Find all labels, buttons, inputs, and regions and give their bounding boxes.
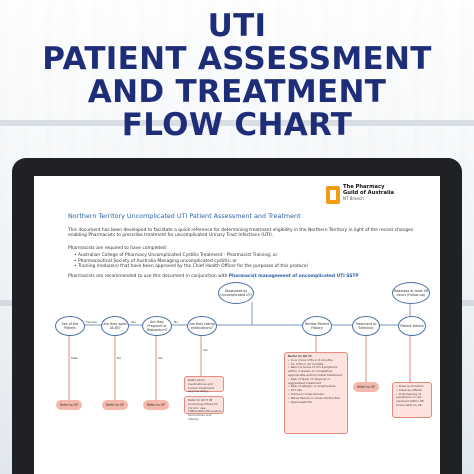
node-review-history: Review Patient History bbox=[302, 316, 332, 336]
edge-label-male: Male bbox=[71, 356, 79, 360]
intro-paragraph: This document has been developed to faci… bbox=[68, 228, 414, 239]
title-line-1: UTI bbox=[207, 8, 267, 44]
edge-label-female: Female bbox=[86, 320, 97, 324]
node-patient-advice: Patient Advice bbox=[398, 316, 426, 336]
shelf-divider bbox=[0, 120, 474, 126]
pharmacy-guild-logo-icon bbox=[326, 186, 340, 204]
refer-gp-pregnant: Refer to GP bbox=[143, 400, 169, 410]
node-reassess: Reassess at least 48 hours (Follow-up) bbox=[392, 282, 430, 304]
document-title: Northern Territory Uncomplicated UTI Pat… bbox=[68, 212, 301, 220]
poster-title: UTI PATIENT ASSESSMENT AND TREATMENT FLO… bbox=[0, 10, 474, 142]
advice-box: • Dose & Duration • Adverse effects • If… bbox=[392, 382, 432, 418]
document-screen: Northern Territory Uncomplicated UTI Pat… bbox=[34, 176, 440, 474]
required-item-2: • Pharmaceutical Society of Australia Ma… bbox=[74, 258, 237, 264]
refer-item: • Risk of allergic or anaphylaxis bbox=[288, 384, 336, 389]
refer-gp-age: Refer to GP bbox=[102, 400, 128, 410]
refer-item: • In or more UTIs in 6 months bbox=[288, 357, 333, 362]
required-item-3: • Training module(s) that have been appr… bbox=[74, 264, 308, 269]
required-heading: Pharmacists are required to have complet… bbox=[68, 246, 168, 251]
edge-label-yes: Yes bbox=[203, 348, 208, 352]
node-taking-medications: Are they taking medications? bbox=[187, 316, 217, 336]
refer-item: • Reoccurrence of UTI symptoms within 2 … bbox=[288, 365, 343, 377]
meds-note: Refer when medications and known treatme… bbox=[184, 376, 224, 393]
logo-line-3: NT Branch bbox=[343, 196, 364, 201]
monitor-frame: Northern Territory Uncomplicated UTI Pat… bbox=[12, 158, 462, 474]
node-sex-of-patient: Sex of the Patient bbox=[55, 316, 85, 336]
required-item-1: • Australian College of Pharmacy Uncompl… bbox=[74, 253, 278, 258]
edge-label-no: No bbox=[174, 320, 179, 324]
title-line-3: AND TREATMENT bbox=[87, 74, 387, 110]
edge-label-yes: Yes bbox=[158, 356, 163, 360]
node-pregnant: Are they Pregnant or Postpartum? bbox=[142, 316, 172, 336]
pharmacy-guild-logo: The Pharmacy Guild of Australia NT Branc… bbox=[326, 184, 394, 208]
title-line-4: FLOW CHART bbox=[121, 107, 353, 143]
refer-gp-if-title: Refer to GP if: bbox=[288, 354, 312, 358]
sstp-link[interactable]: Pharmacist management of uncomplicated U… bbox=[228, 274, 359, 279]
node-aged-18-65: Are they aged 18-65? bbox=[101, 316, 129, 336]
refer-item: • UTI risk bbox=[288, 388, 302, 393]
logo-line-1: The Pharmacy bbox=[343, 184, 385, 190]
refer-item: • Pyelonephritis bbox=[288, 399, 313, 404]
advice-item: • If worsening of symptoms or not resolv… bbox=[396, 391, 424, 407]
recommend-text: Pharmacists are recommended to use this … bbox=[68, 274, 428, 279]
refer-gp-treatment: Refer to GP bbox=[353, 382, 379, 392]
logo-text: The Pharmacy Guild of Australia NT Branc… bbox=[343, 184, 423, 202]
meds-note-2: Refer to GP if IM (including others for … bbox=[184, 396, 224, 421]
title-line-2: PATIENT ASSESSMENT bbox=[42, 41, 432, 77]
recommend-prefix: Pharmacists are recommended to use this … bbox=[68, 274, 228, 279]
refer-item: • Immunocompromised bbox=[288, 391, 324, 396]
refer-gp-male: Refer to GP bbox=[56, 400, 82, 410]
node-treatment: Treatment or Selection bbox=[352, 316, 380, 336]
edge-label-yes: Yes bbox=[131, 320, 136, 324]
refer-item: • 3+ UTIs in 12 months bbox=[288, 361, 324, 366]
logo-line-2: Guild of Australia bbox=[343, 190, 395, 196]
flow-connectors bbox=[68, 302, 411, 400]
edge-label-no: No bbox=[117, 356, 122, 360]
node-diagnosed: Diagnosed as Uncomplicated UTI bbox=[218, 282, 254, 304]
advice-item: • Dose & Duration bbox=[396, 384, 424, 388]
refer-item: • Risk of fever of atypical or aggravate… bbox=[288, 376, 331, 385]
advice-item: • Adverse effects bbox=[396, 387, 422, 392]
refer-gp-if-box: Refer to GP if: • In or more UTIs in 6 m… bbox=[284, 352, 348, 434]
refer-item: • Renal Failure or renal obstruction bbox=[288, 395, 341, 400]
